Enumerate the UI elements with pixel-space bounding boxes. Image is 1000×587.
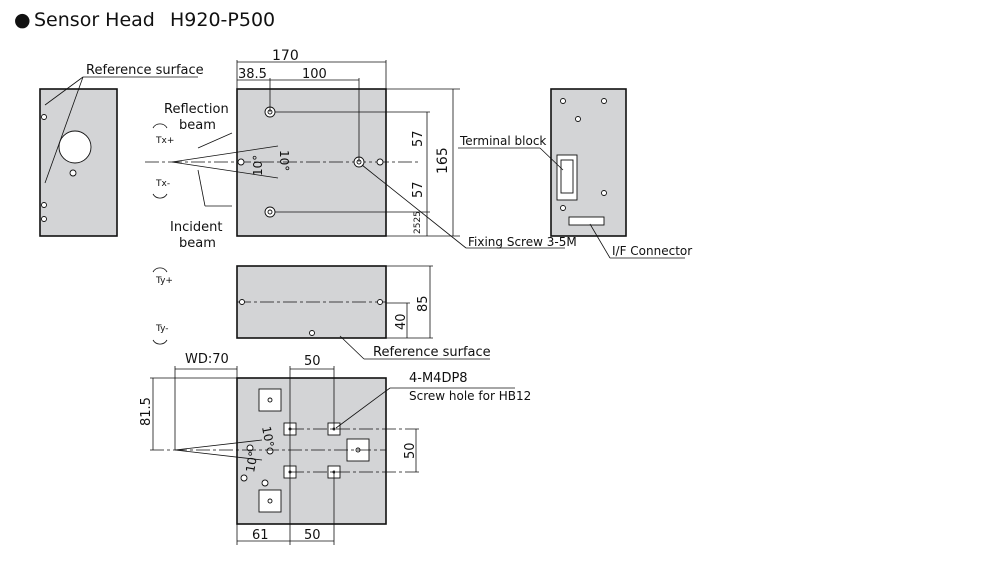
dim-165: 165 xyxy=(435,147,451,174)
model-number: H920-P500 xyxy=(170,9,275,31)
tx-plus-label: Tx+ xyxy=(155,136,174,146)
angle-label-3: 10° xyxy=(259,425,276,448)
tx-minus-label: Tx- xyxy=(155,179,170,189)
rotation-ty-minus-icon xyxy=(152,339,168,345)
screw-hole-description: Screw hole for HB12 xyxy=(409,389,531,403)
title-bullet: ● xyxy=(14,9,31,31)
rotation-tx-plus-icon xyxy=(152,123,168,129)
rotation-tx-minus-icon xyxy=(152,193,168,199)
dim-50-bottom: 50 xyxy=(304,528,321,543)
angle-label-2: 10° xyxy=(277,150,291,171)
fixing-screw-label: Fixing Screw 3-5M xyxy=(468,235,577,249)
dim-2525: 2525 xyxy=(413,211,423,234)
ty-minus-label: Ty- xyxy=(155,324,169,334)
dim-40: 40 xyxy=(394,313,409,330)
side-view-left xyxy=(39,76,198,237)
page-title: Sensor Head xyxy=(34,9,155,31)
front-view xyxy=(145,60,565,249)
dim-57-bottom: 57 xyxy=(411,181,426,198)
incident-beam-label: beam xyxy=(179,236,216,251)
screw-hole-spec: 4-M4DP8 xyxy=(409,371,468,386)
dim-50-top: 50 xyxy=(304,354,321,369)
rotation-ty-plus-icon xyxy=(152,267,168,273)
dim-wd-70: WD:70 xyxy=(185,352,229,367)
reference-surface-label-top: Reference surface xyxy=(86,63,204,78)
dim-170: 170 xyxy=(272,48,299,64)
reflection-label: Reflection xyxy=(164,102,229,117)
dim-100: 100 xyxy=(302,67,327,82)
dim-85: 85 xyxy=(416,295,431,312)
top-view xyxy=(152,265,490,360)
dim-61: 61 xyxy=(252,528,269,543)
if-connector-label: I/F Connector xyxy=(612,244,692,258)
bottom-view xyxy=(150,366,515,545)
dim-81-5: 81.5 xyxy=(139,397,154,426)
incident-label: Incident xyxy=(170,220,222,235)
dim-38-5: 38.5 xyxy=(238,67,267,82)
reflection-beam-label: beam xyxy=(179,118,216,133)
angle-label-4: 10° xyxy=(243,450,260,473)
ty-plus-label: Ty+ xyxy=(155,276,173,286)
angle-label-1: 10° xyxy=(251,155,265,176)
rear-view xyxy=(458,88,685,259)
reference-surface-label-bottom: Reference surface xyxy=(373,345,491,360)
dim-50-side: 50 xyxy=(403,442,418,459)
terminal-block-label: Terminal block xyxy=(459,134,546,148)
dim-57-top: 57 xyxy=(411,130,426,147)
